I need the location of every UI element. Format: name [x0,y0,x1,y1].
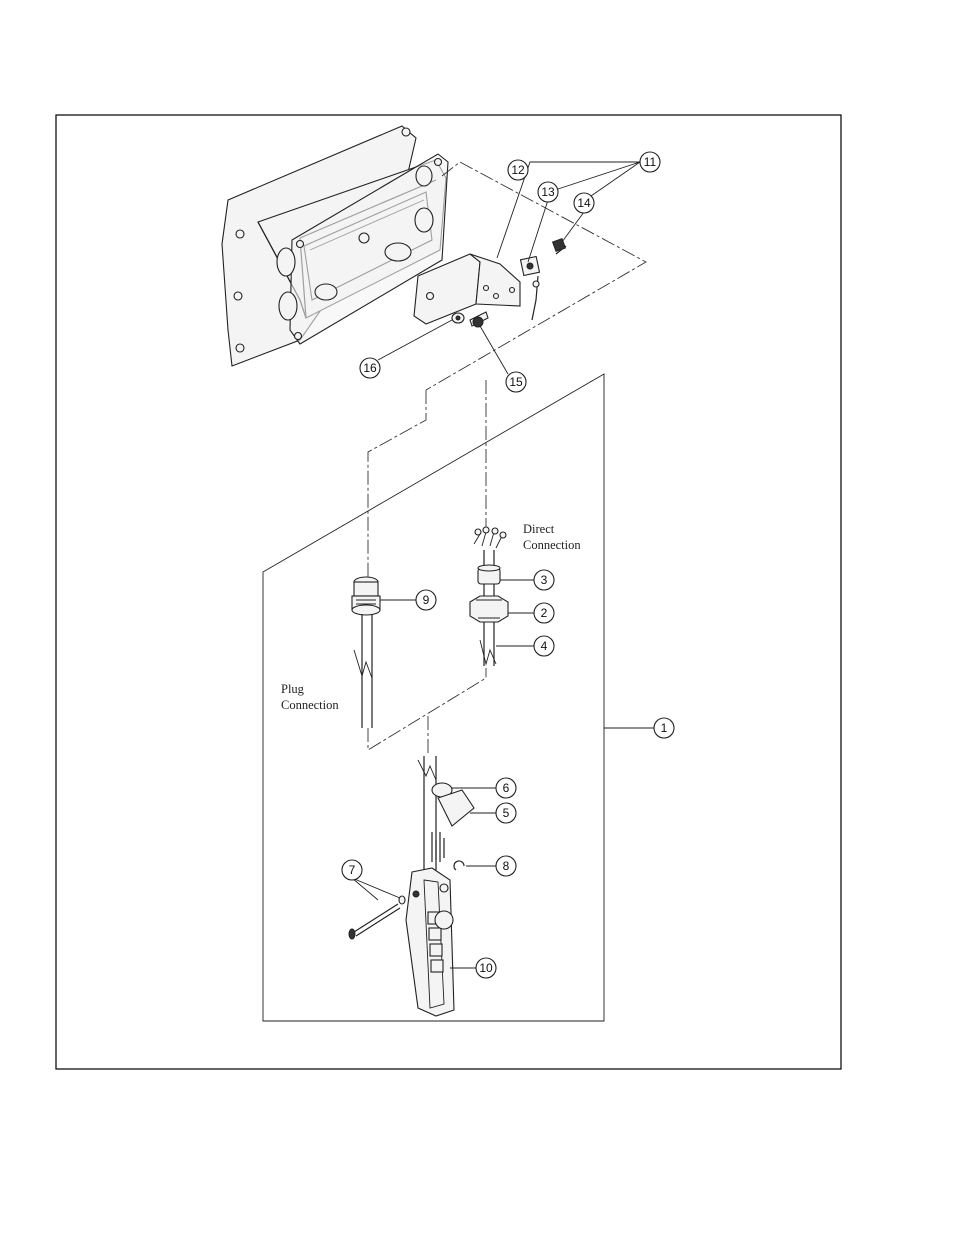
callout-9: 9 [416,590,436,610]
washer-and-screw [452,312,488,327]
plug-connection-label-line2: Connection [281,698,339,712]
svg-text:15: 15 [509,375,523,389]
svg-text:14: 14 [577,196,591,210]
svg-text:2: 2 [541,606,548,620]
callout-1: 1 [654,718,674,738]
callout-11: 11 [640,152,660,172]
ground-terminal [521,239,566,320]
svg-text:11: 11 [644,155,657,169]
callout-5: 5 [496,803,516,823]
plug-connection-cable [352,577,380,728]
svg-text:6: 6 [503,781,510,795]
callout-8: 8 [496,856,516,876]
callout-14: 14 [574,193,594,213]
callout-6: 6 [496,778,516,798]
svg-text:1: 1 [661,721,668,735]
direct-connection-label-line2: Connection [523,538,581,552]
svg-text:4: 4 [541,639,548,653]
callout-12: 12 [508,160,528,180]
svg-text:9: 9 [423,593,430,607]
svg-text:10: 10 [479,961,493,975]
callout-15: 15 [506,372,526,392]
callout-10: 10 [476,958,496,978]
svg-text:3: 3 [541,573,548,587]
pendant-assembly [349,756,474,1016]
svg-text:13: 13 [541,185,555,199]
callout-2: 2 [534,603,554,623]
callout-16: 16 [360,358,380,378]
svg-text:5: 5 [503,806,510,820]
svg-text:8: 8 [503,859,510,873]
plug-connection-label-line1: Plug [281,682,305,696]
svg-text:12: 12 [511,163,525,177]
callout-13: 13 [538,182,558,202]
callout-7: 7 [342,860,362,880]
alignment-line-plug [368,390,426,582]
direct-connection-cable [470,527,508,666]
callout-4: 4 [534,636,554,656]
junction-box [222,126,448,366]
svg-text:16: 16 [363,361,377,375]
direct-connection-label-line1: Direct [523,522,555,536]
svg-text:7: 7 [349,863,356,877]
callout-3: 3 [534,570,554,590]
